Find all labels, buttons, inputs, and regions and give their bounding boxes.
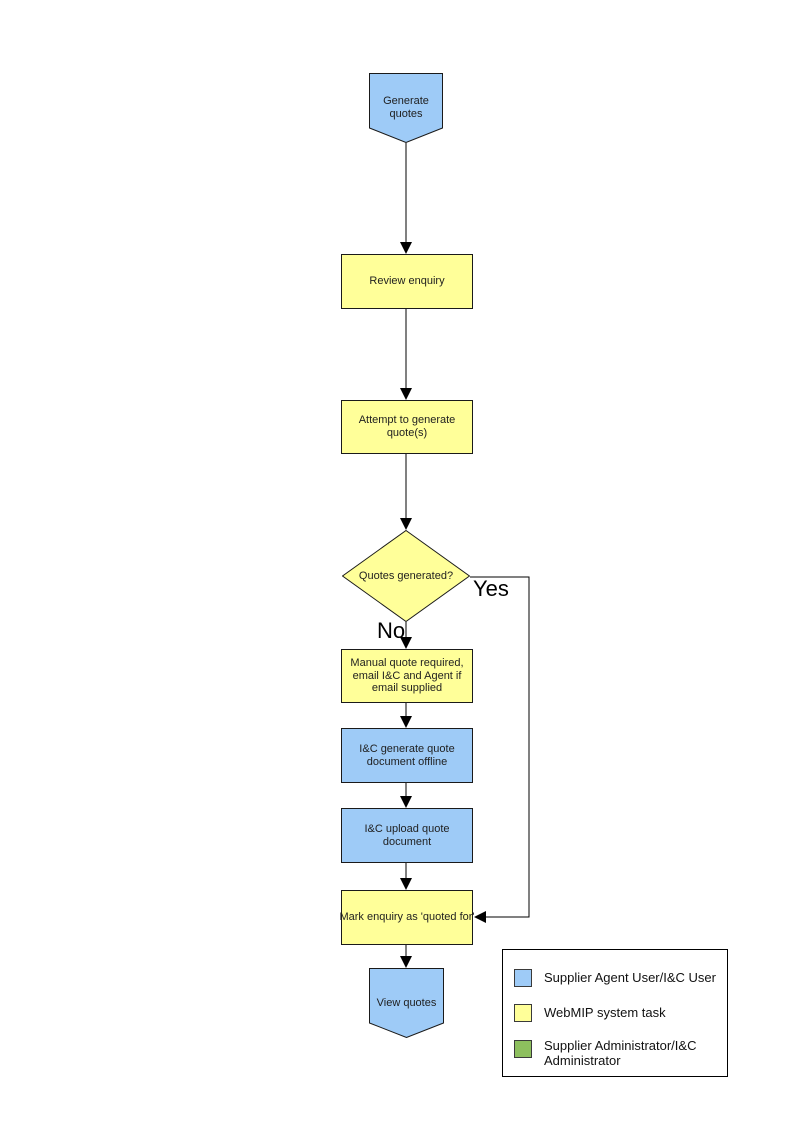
decision-diamond-shape: [342, 530, 470, 622]
legend-swatch-supplier-administrator: [514, 1040, 532, 1058]
arrow-start-to-review: [400, 143, 412, 254]
node-ic-upload-quote-document-label: I&C upload quote document: [364, 822, 450, 848]
legend-item-system: WebMIP system task: [514, 1004, 721, 1022]
node-mark-enquiry-quoted-for-label: Mark enquiry as 'quoted for': [339, 911, 475, 924]
arrow-decision-no-to-manual: [400, 622, 412, 649]
node-ic-generate-quote-offline: I&C generate quote document offline: [341, 728, 473, 783]
node-generate-quotes-label: Generate quotes: [383, 95, 429, 120]
node-review-enquiry: Review enquiry: [341, 254, 473, 309]
arrow-decision-yes-to-mark: [470, 576, 530, 923]
off-page-connector-shape: [369, 968, 444, 1038]
legend-box: Supplier Agent User/I&C User WebMIP syst…: [502, 949, 728, 1077]
legend-label-webmip-system-task: WebMIP system task: [544, 1005, 666, 1021]
arrow-generate-offline-to-upload: [400, 783, 412, 808]
node-ic-generate-quote-offline-label: I&C generate quote document offline: [359, 742, 455, 768]
node-generate-quotes: Generate quotes: [369, 73, 443, 143]
arrow-attempt-to-decision: [400, 454, 412, 530]
node-manual-quote-required-label: Manual quote required, email I&C and Age…: [350, 656, 464, 695]
node-quotes-generated-decision-label: Quotes generated?: [358, 569, 454, 582]
arrow-review-to-attempt: [400, 309, 412, 400]
node-quotes-generated-decision: Quotes generated?: [342, 530, 470, 622]
edge-label-yes: Yes: [473, 576, 509, 601]
legend-label-supplier-agent-user: Supplier Agent User/I&C User: [544, 970, 716, 986]
node-attempt-generate-quotes: Attempt to generate quote(s): [341, 400, 473, 454]
legend-swatch-supplier-agent-user: [514, 969, 532, 987]
node-view-quotes: View quotes: [369, 968, 444, 1038]
legend-swatch-webmip-system-task: [514, 1004, 532, 1022]
node-manual-quote-required: Manual quote required, email I&C and Age…: [341, 649, 473, 703]
node-review-enquiry-label: Review enquiry: [369, 275, 445, 288]
legend-label-supplier-administrator: Supplier Administrator/I&C Administrator: [544, 1038, 697, 1069]
node-mark-enquiry-quoted-for: Mark enquiry as 'quoted for': [339, 890, 475, 945]
node-view-quotes-label: View quotes: [376, 996, 437, 1009]
off-page-connector-shape: [369, 73, 443, 143]
arrow-upload-to-mark: [400, 863, 412, 890]
node-attempt-generate-quotes-label: Attempt to generate quote(s): [358, 414, 456, 439]
legend-item-user: Supplier Agent User/I&C User: [514, 969, 721, 987]
edge-label-no: No: [377, 618, 406, 643]
node-ic-upload-quote-document: I&C upload quote document: [341, 808, 473, 863]
arrow-mark-to-end: [400, 945, 412, 968]
legend-item-admin: Supplier Administrator/I&C Administrator: [514, 1038, 721, 1069]
arrow-manual-to-generate-offline: [400, 703, 412, 728]
